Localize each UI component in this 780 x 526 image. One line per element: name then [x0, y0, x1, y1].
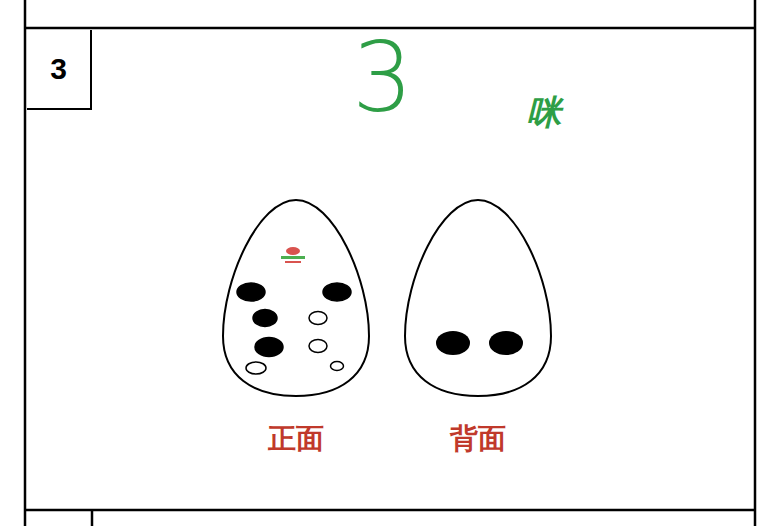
back-holes	[436, 331, 523, 355]
egg-outline	[403, 198, 553, 398]
cell-number: 3	[50, 52, 67, 86]
table-lines	[25, 0, 755, 526]
handwritten-number: 3	[352, 22, 413, 134]
view-label: 背面	[450, 420, 506, 458]
front-holes	[237, 283, 351, 374]
view-label: 正面	[268, 420, 324, 458]
egg-outline	[221, 198, 371, 398]
handwritten-note: 咪	[527, 90, 561, 136]
ocarina-front: 正面	[220, 198, 372, 460]
mouthpiece-logo	[281, 247, 305, 263]
number-cell: 3	[27, 30, 92, 110]
ocarina-back: 背面	[402, 198, 554, 460]
